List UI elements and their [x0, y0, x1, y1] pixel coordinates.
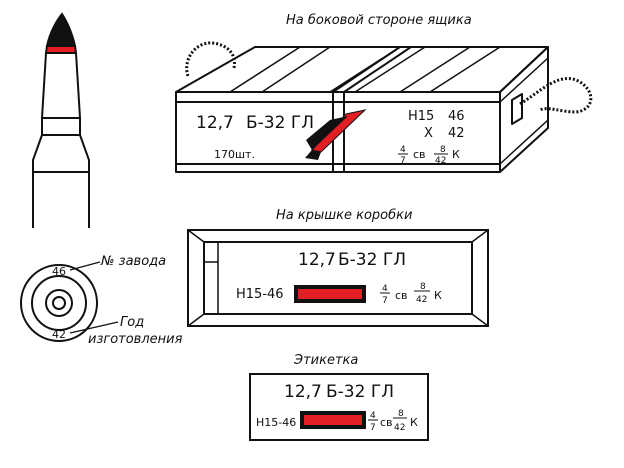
headstamp-year: 42	[52, 328, 66, 341]
box-rope-right	[519, 77, 593, 114]
lid-stripe-red	[298, 289, 362, 299]
label-frac1-den: 7	[370, 423, 376, 433]
box-frac1-num: 4	[400, 145, 406, 155]
box-frac1-den: 7	[400, 156, 406, 166]
year-label-1: Год	[120, 315, 144, 330]
box-x-mark: Х	[424, 126, 433, 141]
caption-box-side: На боковой стороне ящика	[286, 13, 472, 28]
box-lid-top	[175, 46, 549, 93]
label-frac2-den: 42	[394, 423, 405, 433]
bullet-red-band	[44, 45, 78, 54]
label-powder: св	[380, 416, 393, 429]
box-handle	[511, 93, 523, 125]
lid-caliber: 12,7	[298, 250, 336, 270]
box-stripe-black	[305, 150, 321, 160]
lid-powder: св	[395, 289, 408, 302]
lid-panel	[187, 229, 489, 327]
lid-lot: Н15-46	[236, 287, 284, 302]
lid-frac1-num: 4	[382, 284, 388, 294]
cartridge	[32, 12, 90, 228]
bullet-tip	[45, 12, 77, 47]
factory-number-label: № завода	[100, 254, 166, 269]
lid-frac2-num: 8	[420, 282, 426, 292]
year-leader-line	[69, 321, 119, 334]
box-frac2-num: 8	[440, 145, 446, 155]
lid-outer-frame	[187, 229, 489, 327]
label-caliber: 12,7	[284, 382, 322, 402]
lid-k: К	[434, 289, 442, 302]
box-type: Б-32 ГЛ	[246, 113, 314, 133]
box-rope-left	[185, 41, 236, 77]
label-frac1-num: 4	[370, 411, 376, 421]
wooden-box	[175, 41, 593, 173]
primer-outer	[45, 289, 73, 317]
label-frame	[249, 373, 429, 441]
caption-lid: На крышке коробки	[276, 208, 412, 223]
headstamp-inner-ring	[31, 275, 87, 331]
box-lot: Н15	[408, 109, 434, 124]
box-powder: св	[413, 148, 426, 161]
box-k: К	[452, 148, 460, 161]
box-year-top: 46	[448, 109, 465, 124]
box-frac2-den: 42	[435, 156, 446, 166]
headstamp	[20, 261, 119, 342]
label-stripe-red	[304, 415, 362, 425]
bullet-body	[40, 52, 82, 119]
lid-type: Б-32 ГЛ	[338, 250, 406, 270]
caption-label: Этикетка	[293, 353, 358, 368]
primer-inner	[52, 296, 66, 310]
box-side-face	[499, 46, 549, 173]
box-caliber: 12,7	[196, 113, 234, 133]
factory-leader-line	[69, 261, 101, 271]
box-stripe	[305, 109, 367, 160]
box-side-slats	[499, 57, 549, 165]
box-count: 170шт.	[214, 148, 255, 161]
box-year-bottom: 42	[448, 126, 465, 141]
lid-frac1-den: 7	[382, 296, 388, 306]
label-k: К	[410, 416, 418, 429]
label-frac2-num: 8	[398, 409, 404, 419]
case-shoulder	[32, 134, 90, 173]
year-label-2: изготовления	[88, 332, 183, 347]
headstamp-factory-number: 46	[52, 265, 66, 278]
lid-bevel-lines	[187, 229, 489, 327]
headstamp-outer-ring	[20, 264, 98, 342]
lid-inner-frame	[203, 241, 473, 315]
case-neck	[41, 118, 81, 136]
box-stripe-black-outline	[306, 116, 348, 150]
label-type: Б-32 ГЛ	[326, 382, 394, 402]
lid-frac2-den: 42	[416, 295, 427, 305]
label-lot: Н15-46	[256, 416, 296, 429]
